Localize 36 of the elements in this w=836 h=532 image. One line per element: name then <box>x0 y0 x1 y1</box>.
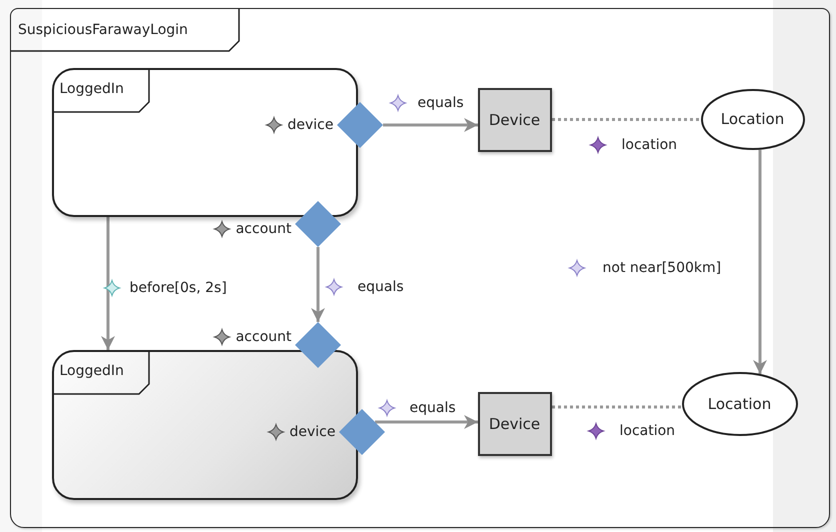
port-label: account <box>236 220 292 238</box>
port-label: device <box>288 116 334 134</box>
connector-line <box>552 118 700 120</box>
frame-boundary <box>10 8 830 528</box>
state-box <box>52 68 358 216</box>
port-diamond <box>338 408 384 454</box>
entity-box <box>478 88 552 152</box>
arrow <box>382 118 478 132</box>
connector-line <box>552 405 682 408</box>
state-box <box>52 350 358 500</box>
edge-label: equals <box>410 398 456 416</box>
port-diamond <box>294 200 340 246</box>
port-label: account <box>236 328 292 346</box>
entity-name: Location <box>720 110 786 128</box>
arrow <box>100 216 114 350</box>
arrow <box>310 246 324 322</box>
port-diamond <box>294 322 340 368</box>
entity-box <box>478 392 552 456</box>
entity-name: Location <box>706 394 772 412</box>
edge-label: location <box>622 136 678 154</box>
edge-label: equals <box>358 278 404 296</box>
edge-label: before[0s, 2s] <box>130 278 227 296</box>
entity-ellipse <box>682 372 798 436</box>
port-label: device <box>290 422 336 440</box>
state-title: LoggedIn <box>60 80 124 98</box>
entity-name: Device <box>488 414 542 432</box>
edge-label: not near[500km] <box>602 258 722 276</box>
arrow <box>374 414 478 428</box>
entity-name: Device <box>488 110 542 128</box>
state-title: LoggedIn <box>60 362 124 380</box>
edge-label: location <box>620 422 676 440</box>
edge-label: equals <box>418 94 464 112</box>
port-diamond <box>336 102 382 148</box>
entity-ellipse <box>700 88 804 150</box>
frame-title: SuspiciousFarawayLogin <box>18 21 188 39</box>
arrow <box>752 149 766 374</box>
